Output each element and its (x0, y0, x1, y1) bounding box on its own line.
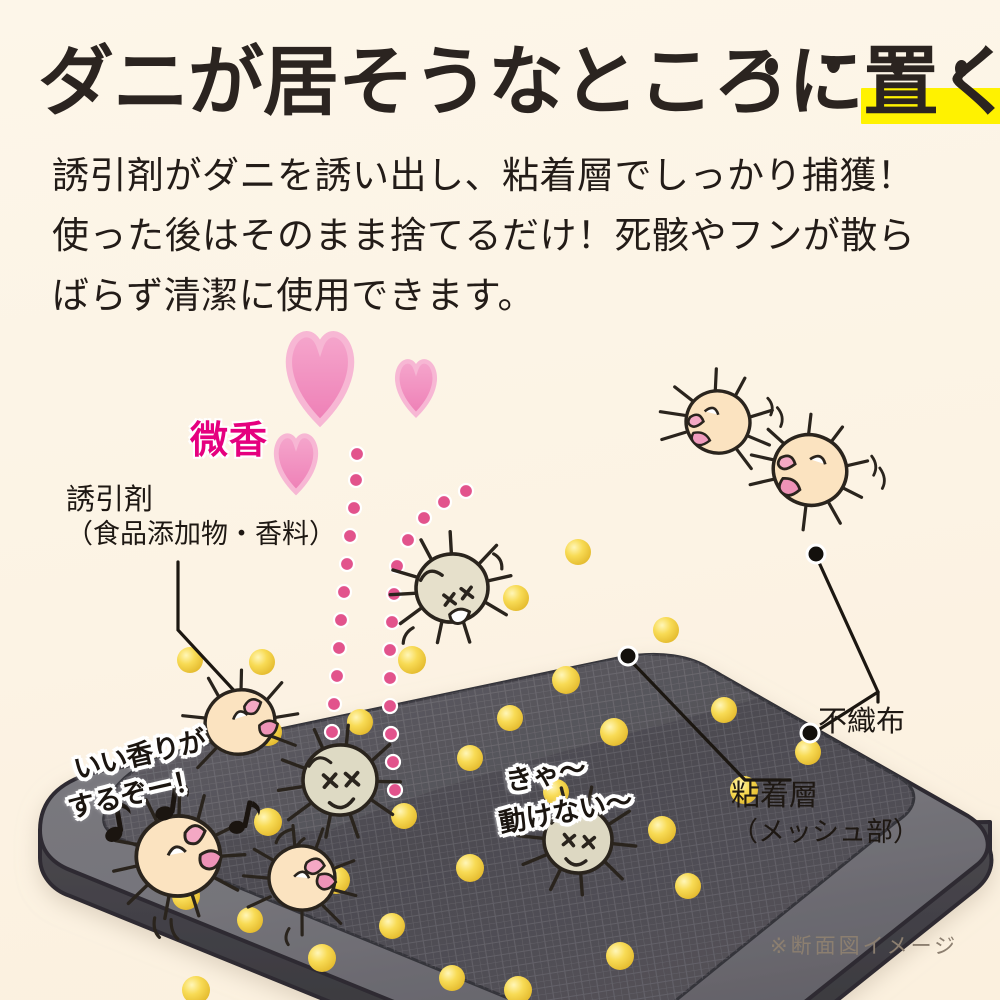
attractant-label: 誘引剤 (66, 482, 154, 516)
happy-mite (181, 668, 300, 770)
scent-trail-dots (323, 445, 475, 799)
headline-highlighted-text: 置くだけ (861, 34, 1000, 130)
happy-mite (658, 367, 784, 471)
product-illustration (0, 330, 1000, 1000)
body-line-3: ばらず清潔に使用できます。 (52, 274, 536, 317)
adhesive-label: 粘着層 (731, 778, 819, 812)
trapped-mite (388, 530, 513, 645)
body-copy: 誘引剤がダニを誘い出し、粘着層でしっかり捕獲！ 使った後はそのまま捨てるだけ！死… (52, 146, 952, 326)
leader-lines (176, 543, 880, 782)
body-line-2: 使った後はそのまま捨てるだけ！死骸やフンが散ら (52, 214, 916, 257)
music-note-icon (228, 800, 260, 834)
scent-hearts (274, 331, 437, 496)
trapped-mite (274, 723, 402, 857)
page-title: ダニが居そうなところに置くだけ (38, 34, 1000, 130)
headline-highlight-label: 置くだけ (863, 37, 1000, 126)
attractant-sublabel: （食品添加物・香料） (66, 519, 336, 550)
heart-icon (395, 359, 437, 419)
music-note-icon (155, 779, 189, 821)
dust-mite-mat (38, 652, 994, 1000)
heart-icon (286, 331, 354, 428)
music-note-icon (105, 802, 131, 842)
trapped-mite (516, 785, 638, 897)
body-line-1: 誘引剤がダニを誘い出し、粘着層でしっかり捕獲！ (52, 154, 915, 197)
footnote: ※断面図イメージ (770, 934, 959, 958)
adhesive-sublabel: （メッシュ部） (731, 817, 920, 848)
happy-mite (748, 412, 886, 532)
emphasis-dots (765, 56, 1000, 78)
scent-label: 微香 (190, 418, 269, 462)
headline-plain-text: ダニが居そうなところに (38, 37, 864, 126)
happy-mite (241, 824, 358, 947)
heart-icon (274, 433, 318, 496)
mat-mesh-region (102, 652, 916, 1000)
happy-mite (112, 791, 247, 941)
nonwoven-label: 不織布 (818, 704, 906, 738)
